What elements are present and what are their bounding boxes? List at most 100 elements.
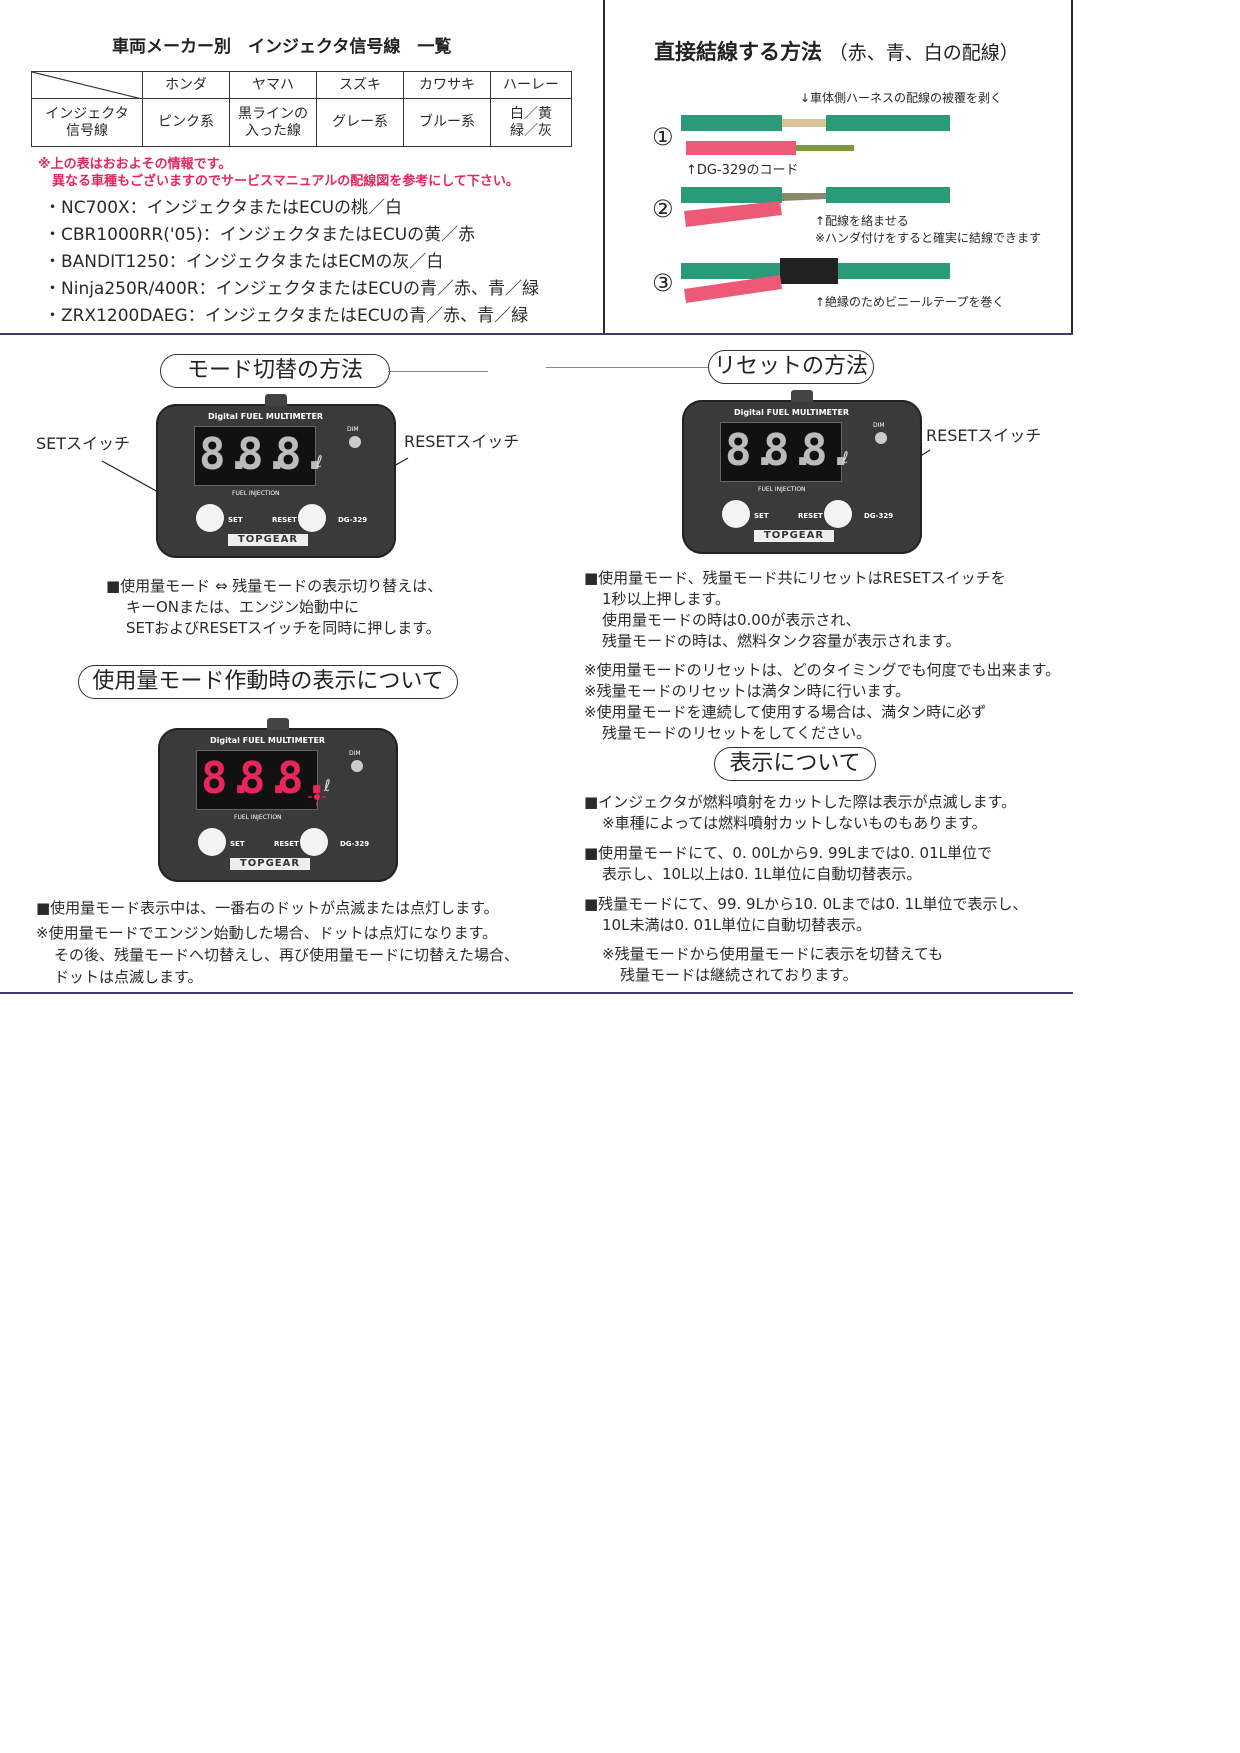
usage-desc-line-4: ドットは点滅します。 — [54, 968, 203, 986]
device-tab — [267, 718, 289, 730]
dim-label: DIM — [873, 422, 885, 429]
step1-number: ① — [652, 123, 674, 151]
liter-unit: ℓ — [842, 448, 849, 467]
step1-label-bottom: ↑DG-329のコード — [686, 163, 799, 178]
set-button-label: SET — [230, 840, 245, 848]
device-illustration: Digital FUEL MULTIMETER 8. 8. 8. ℓ DIM F… — [156, 394, 396, 558]
display-digit: 8. — [801, 425, 854, 476]
step3-dg329-cord — [684, 275, 782, 303]
step1-harness-wire — [681, 115, 782, 131]
device-illustration-reset: Digital FUEL MULTIMETER 8. 8. 8. ℓ DIM F… — [682, 390, 922, 554]
display-digit: 8. — [239, 753, 292, 804]
wiring-title-main: 直接結線する方法 — [654, 40, 822, 64]
table-header-suzuki: スズキ — [316, 71, 404, 99]
display-info-line: 表示し、10L以上は0. 1L単位に自動切替表示。 — [602, 865, 922, 883]
device-name: Digital FUEL MULTIMETER — [210, 736, 326, 745]
reset-note: ※使用量モードのリセットは、どのタイミングでも何度でも出来ます。 — [584, 661, 1061, 679]
dim-label: DIM — [347, 426, 359, 433]
step2-dg329-cord — [684, 201, 782, 227]
reset-button[interactable] — [824, 500, 852, 528]
display-info-title: 表示について — [714, 747, 876, 781]
reset-note: ※残量モードのリセットは満タン時に行います。 — [584, 682, 911, 700]
wiring-title-sub: （赤、青、白の配線） — [828, 42, 1019, 64]
reset-line: 1秒以上押します。 — [602, 590, 731, 608]
step1-stripped-section — [782, 119, 826, 127]
bottom-section-divider — [0, 992, 1073, 994]
step2-harness-wire-right — [826, 187, 950, 203]
usage-desc-line-1: ■使用量モード表示中は、一番右のドットが点滅または点灯します。 — [36, 899, 499, 917]
set-switch-label: SETスイッチ — [36, 434, 131, 453]
device-tab — [265, 394, 287, 406]
right-edge-line — [1071, 0, 1073, 333]
brand-logo: TOPGEAR — [228, 534, 308, 546]
step3-label: ↑絶縁のためビニールテープを巻く — [815, 295, 1005, 309]
table-cell-kawasaki: ブルー系 — [403, 98, 491, 147]
step1-cord-core — [796, 145, 854, 151]
table-cell-suzuki: グレー系 — [316, 98, 404, 147]
blinking-dot-icon — [308, 788, 326, 806]
top-section-divider — [0, 333, 1073, 335]
model-label: DG-329 — [340, 840, 370, 848]
device-name: Digital FUEL MULTIMETER — [734, 408, 850, 417]
model-label: DG-329 — [338, 516, 368, 524]
example-item: ・Ninja250R/400R：インジェクタまたはECUの青／赤、青／緑 — [44, 279, 539, 299]
wiring-illustration — [681, 115, 950, 303]
fuel-injection-label: FUEL INJECTION — [758, 486, 806, 493]
table-header-honda: ホンダ — [142, 71, 230, 99]
step3-harness-wire-right — [838, 263, 950, 279]
table-cell-harley: 白／黄 緑／灰 — [490, 98, 572, 147]
step2-label-2: ※ハンダ付けをすると確実に結線できます — [815, 231, 1042, 245]
reset-note: 残量モードのリセットをしてください。 — [602, 724, 872, 742]
reset-button-label: RESET — [274, 840, 299, 848]
display-digit: 8. — [275, 429, 328, 480]
reset-line: ■使用量モード、残量モード共にリセットはRESETスイッチを — [584, 569, 1006, 587]
reset-title: リセットの方法 — [708, 350, 874, 384]
mode-desc-line-3: SETおよびRESETスイッチを同時に押します。 — [126, 619, 441, 637]
reset-button[interactable] — [300, 828, 328, 856]
example-item: ・CBR1000RR('05)：インジェクタまたはECUの黄／赤 — [44, 225, 476, 245]
display-info-line: ※車種によっては燃料噴射カットしないものもあります。 — [602, 814, 987, 832]
table-row-label: インジェクタ 信号線 — [31, 98, 143, 147]
example-item: ・ZRX1200DAEG：インジェクタまたはECUの青／赤、青／緑 — [44, 306, 529, 326]
title-underline — [388, 371, 488, 372]
device-illustration-usage: Digital FUEL MULTIMETER 8. 8. 8. ℓ DIM F… — [158, 718, 398, 882]
step2-twisted-section — [782, 193, 830, 201]
step3-number: ③ — [652, 269, 674, 297]
set-button[interactable] — [198, 828, 226, 856]
dim-sensor — [349, 436, 361, 448]
reset-switch-label: RESETスイッチ — [404, 432, 520, 451]
mode-desc-line-1: ■使用量モード ⇔ 残量モードの表示切り替えは、 — [106, 577, 443, 595]
liter-unit: ℓ — [324, 776, 331, 795]
device-name: Digital FUEL MULTIMETER — [208, 412, 324, 421]
table-note-line-1: ※上の表はおおよその情報です。 — [38, 157, 232, 172]
display-digit: 8. — [277, 753, 330, 804]
table-cell-honda: ピンク系 — [142, 98, 230, 147]
mode-switch-title: モード切替の方法 — [160, 354, 390, 388]
reset-line: 残量モードの時は、燃料タンク容量が表示されます。 — [602, 632, 961, 650]
example-item: ・BANDIT1250：インジェクタまたはECMの灰／白 — [44, 252, 444, 272]
usage-desc-line-2: ※使用量モードでエンジン始動した場合、ドットは点灯になります。 — [36, 924, 498, 942]
reset-button[interactable] — [298, 504, 326, 532]
title-underline — [546, 367, 708, 368]
mode-desc-line-2: キーONまたは、エンジン始動中に — [126, 598, 360, 616]
table-corner-cell — [31, 71, 143, 99]
device-screen: 8. 8. 8. — [720, 422, 854, 482]
device-screen: 8. 8. 8. — [194, 426, 328, 486]
dim-sensor — [875, 432, 887, 444]
table-header-yamaha: ヤマハ — [229, 71, 317, 99]
reset-button-label: RESET — [272, 516, 297, 524]
device-tab — [791, 390, 813, 402]
display-info-line: ■残量モードにて、99. 9Lから10. 0Lまでは0. 1L単位で表示し、 — [584, 895, 1028, 913]
table-cell-yamaha: 黒ラインの 入った線 — [229, 98, 317, 147]
set-button[interactable] — [722, 500, 750, 528]
usage-desc-line-3: その後、残量モードへ切替えし、再び使用量モードに切替えた場合、 — [54, 946, 520, 964]
step1-label-top: ↓車体側ハーネスの配線の被覆を剥く — [800, 91, 1003, 105]
reset-switch-label: RESETスイッチ — [926, 426, 1042, 445]
step2-harness-wire — [681, 187, 782, 203]
set-button[interactable] — [196, 504, 224, 532]
step1-harness-wire-right — [826, 115, 950, 131]
step1-dg329-cord — [686, 141, 796, 155]
display-digit: 8. — [199, 429, 252, 480]
table-note-line-2: 異なる車種もございますのでサービスマニュアルの配線図を参考にして下さい。 — [52, 174, 519, 189]
brand-logo: TOPGEAR — [754, 530, 834, 542]
